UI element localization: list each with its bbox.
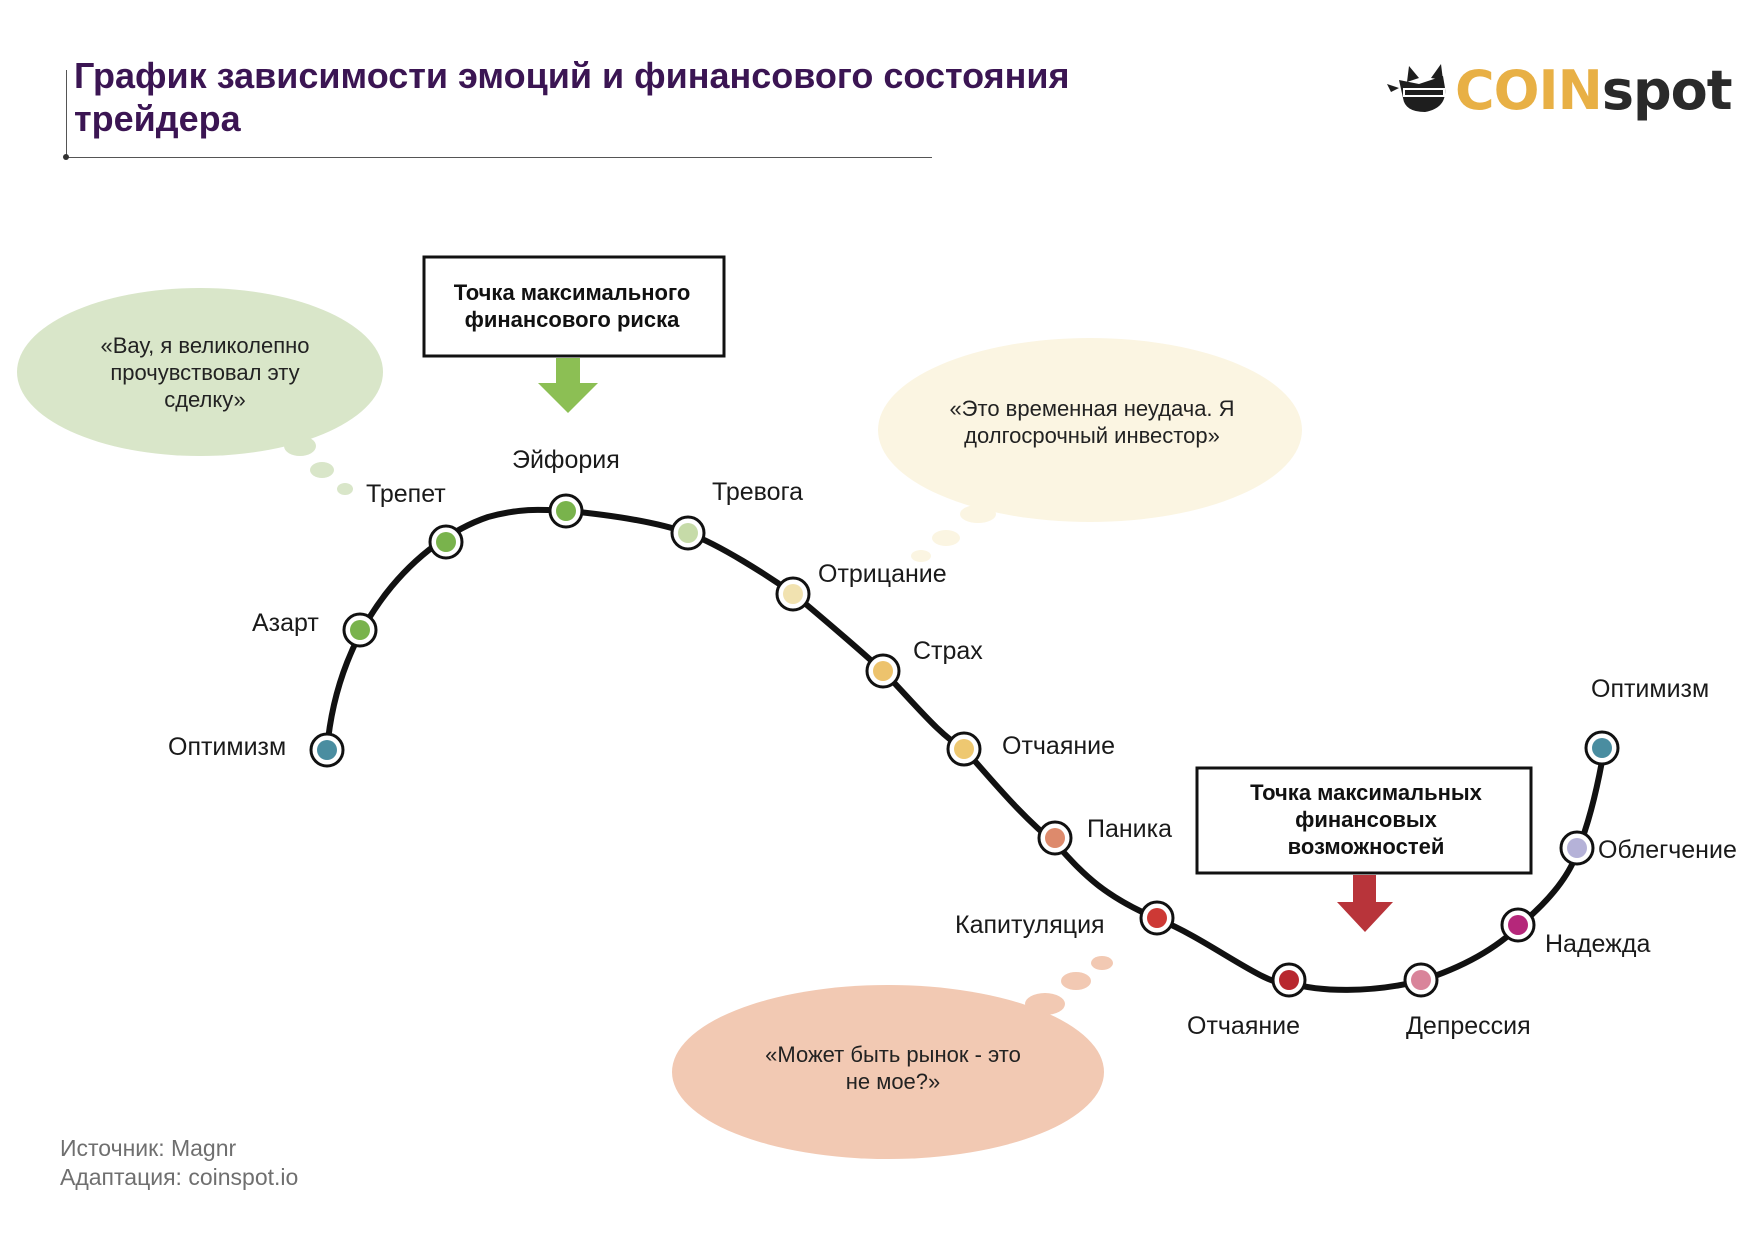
thought-bubble-body (17, 288, 383, 456)
curve-point-label: Отчаяние (1187, 1012, 1300, 1040)
thought-bubble-trail-dot (284, 436, 316, 456)
max-opportunity-callout: Точка максимальных финансовых возможност… (1195, 766, 1533, 932)
thought-bubble-trail-dot (1091, 956, 1113, 970)
thought-bubble-denial: «Это временная неудача. Я долгосрочный и… (878, 338, 1302, 562)
coinspot-logo: COINspot (1385, 58, 1733, 128)
logo-wordmark: COINspot (1455, 59, 1733, 122)
curve-point-label: Паника (1087, 815, 1172, 843)
max-opportunity-box (1195, 766, 1533, 875)
curve-point (1500, 907, 1536, 943)
title-underline (66, 157, 932, 158)
thought-bubble-trail-dot (310, 462, 334, 478)
thought-bubble-text-line: долгосрочный инвестор» (964, 423, 1220, 448)
page-title: График зависимости эмоций и финансового … (74, 54, 1074, 140)
curve-point-label: Азарт (252, 609, 319, 637)
thought-bubble-euphoria: «Вау, я великолепно прочувствовал эту сд… (17, 288, 383, 495)
thought-bubble-text-line: «Вау, я великолепно (100, 333, 309, 358)
curve-point (1559, 830, 1595, 866)
curve-point (1271, 962, 1307, 998)
title-vertical-rule (66, 70, 67, 158)
curve-point-label: Отчаяние (1002, 732, 1115, 760)
curve-point (1584, 730, 1620, 766)
curve-point (1403, 962, 1439, 998)
max-opportunity-text-line: Точка максимальных (1250, 780, 1483, 805)
curve-point (1139, 900, 1175, 936)
thought-bubble-body (672, 985, 1104, 1159)
curve-point-label: Страх (913, 637, 983, 665)
curve-point-label: Отрицание (818, 560, 947, 588)
thought-bubble-body (878, 338, 1302, 522)
curve-point-label: Оптимизм (168, 733, 286, 761)
curve-point (548, 493, 584, 529)
curve-point-label: Капитуляция (955, 911, 1105, 939)
adaptation-line: Адаптация: coinspot.io (60, 1164, 299, 1190)
thought-bubble-text-line: прочувствовал эту (110, 360, 299, 385)
curve-point-label: Надежда (1545, 930, 1650, 958)
cat-ninja-icon (1387, 64, 1446, 112)
thought-bubble-text-line: сделку» (164, 387, 246, 412)
thought-bubble-text-line: «Это временная неудача. Я (949, 396, 1234, 421)
curve-point-label: Трепет (366, 480, 446, 508)
thought-bubble-trail-dot (932, 530, 960, 546)
curve-point-label: Облегчение (1598, 836, 1737, 864)
source-note: Источник: Magnr Адаптация: coinspot.io (60, 1134, 298, 1192)
max-risk-text-line: Точка максимального (454, 280, 691, 305)
down-arrow-icon (538, 358, 598, 413)
thought-bubble-trail-dot (1025, 993, 1065, 1015)
thought-bubble-text-line: не мое?» (846, 1069, 941, 1094)
curve-point-label: Депрессия (1406, 1012, 1531, 1040)
max-risk-text-line: финансового риска (465, 307, 681, 332)
title-underline-dot (63, 154, 69, 160)
curve-point-label: Оптимизм (1591, 675, 1709, 703)
curve-point (670, 515, 706, 551)
max-risk-callout: Точка максимального финансового риска (422, 255, 726, 413)
max-risk-box (422, 255, 726, 358)
logo-word-spot: spot (1601, 59, 1733, 122)
logo-word-coin: COIN (1455, 59, 1603, 122)
curve-point (865, 653, 901, 689)
down-arrow-icon (1337, 875, 1393, 932)
source-line: Источник: Magnr (60, 1135, 237, 1161)
thought-bubble-trail-dot (911, 550, 931, 562)
curve-point (342, 612, 378, 648)
thought-bubble-capitulation: «Может быть рынок - это не мое?» (672, 956, 1113, 1159)
curve-point (1037, 820, 1073, 856)
curve-point (775, 576, 811, 612)
thought-bubble-trail-dot (337, 483, 353, 495)
max-opportunity-text-line: возможностей (1288, 834, 1445, 859)
thought-bubble-trail-dot (960, 505, 996, 523)
page-title-line-1: График зависимости эмоций и финансового … (74, 55, 1070, 96)
curve-point (946, 731, 982, 767)
thought-bubble-trail-dot (1061, 972, 1091, 990)
curve-point-label: Эйфория (512, 446, 620, 474)
max-opportunity-text-line: финансовых (1295, 807, 1438, 832)
page-title-line-2: трейдера (74, 98, 241, 139)
curve-point-label: Тревога (712, 478, 803, 506)
curve-point (309, 732, 345, 768)
curve-point (428, 524, 464, 560)
thought-bubble-text-line: «Может быть рынок - это (765, 1042, 1021, 1067)
